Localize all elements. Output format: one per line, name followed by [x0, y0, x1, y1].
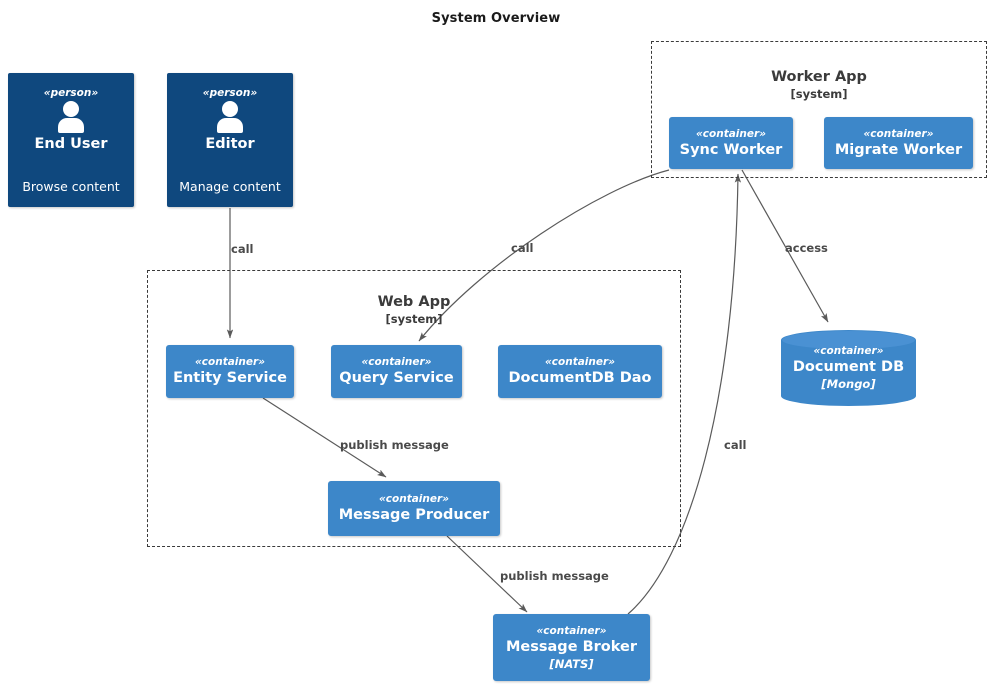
node-message-broker-name: Message Broker — [506, 638, 637, 655]
node-sync-worker-stereotype: «container» — [695, 127, 767, 140]
node-migrate-worker-name: Migrate Worker — [834, 141, 963, 158]
node-message-broker-stereotype: «container» — [536, 624, 607, 637]
node-message-broker[interactable]: «container» Message Broker [NATS] — [493, 614, 650, 681]
node-document-db-stereotype: «container» — [813, 345, 884, 357]
node-message-producer-stereotype: «container» — [378, 493, 450, 505]
node-sync-worker[interactable]: «container» Sync Worker — [669, 117, 793, 169]
edge-label-sync-worker-to-document-db: access — [785, 241, 828, 255]
node-end-user[interactable]: «person» End User Browse content — [8, 73, 134, 207]
group-worker-app-label: Worker App [system] — [652, 68, 986, 102]
page-title: System Overview — [431, 11, 561, 26]
edge-label-editor-to-entity-service: call — [231, 242, 254, 256]
cylinder-top — [781, 330, 916, 350]
edge-label-sync-worker-to-query-service: call — [511, 241, 534, 255]
node-migrate-worker-stereotype: «container» — [863, 127, 934, 140]
group-web-app: Web App [system] — [147, 270, 681, 547]
node-message-broker-technology: [NATS] — [549, 656, 594, 671]
node-entity-service-name: Entity Service — [173, 370, 287, 386]
person-icon — [213, 101, 247, 133]
group-web-app-type: [system] — [385, 312, 443, 326]
group-worker-app-name: Worker App — [771, 69, 867, 85]
person-icon — [54, 101, 88, 133]
node-document-db-text: «container» Document DB [Mongo] — [781, 330, 916, 406]
node-end-user-stereotype: «person» — [43, 87, 99, 99]
node-end-user-name: End User — [34, 136, 108, 152]
node-entity-service-stereotype: «container» — [194, 356, 266, 368]
node-documentdb-dao-stereotype: «container» — [544, 356, 616, 368]
node-document-db[interactable]: «container» Document DB [Mongo] — [781, 330, 918, 408]
node-end-user-description: Browse content — [22, 179, 120, 194]
node-query-service[interactable]: «container» Query Service — [331, 345, 462, 398]
node-editor-stereotype: «person» — [202, 87, 258, 99]
node-documentdb-dao-name: DocumentDB Dao — [508, 370, 652, 386]
edge-label-message-producer-to-message-broker: publish message — [500, 569, 609, 583]
group-web-app-label: Web App [system] — [148, 293, 680, 327]
edge-label-message-broker-to-sync-worker: call — [724, 438, 747, 452]
node-sync-worker-name: Sync Worker — [679, 141, 783, 158]
node-message-producer-name: Message Producer — [338, 507, 490, 523]
node-documentdb-dao[interactable]: «container» DocumentDB Dao — [498, 345, 662, 398]
node-editor-name: Editor — [205, 136, 255, 152]
node-editor[interactable]: «person» Editor Manage content — [167, 73, 293, 207]
group-worker-app-type: [system] — [790, 87, 848, 101]
node-migrate-worker[interactable]: «container» Migrate Worker — [824, 117, 973, 169]
node-message-producer[interactable]: «container» Message Producer — [328, 481, 500, 536]
edge-label-entity-service-to-message-producer: publish message — [340, 438, 449, 452]
node-query-service-name: Query Service — [339, 370, 454, 386]
node-document-db-name: Document DB — [792, 359, 905, 375]
group-web-app-name: Web App — [377, 294, 451, 310]
node-query-service-stereotype: «container» — [361, 356, 432, 368]
group-worker-app: Worker App [system] — [651, 41, 987, 178]
node-document-db-technology: [Mongo] — [821, 377, 876, 391]
node-editor-description: Manage content — [179, 179, 281, 194]
node-entity-service[interactable]: «container» Entity Service — [166, 345, 294, 398]
